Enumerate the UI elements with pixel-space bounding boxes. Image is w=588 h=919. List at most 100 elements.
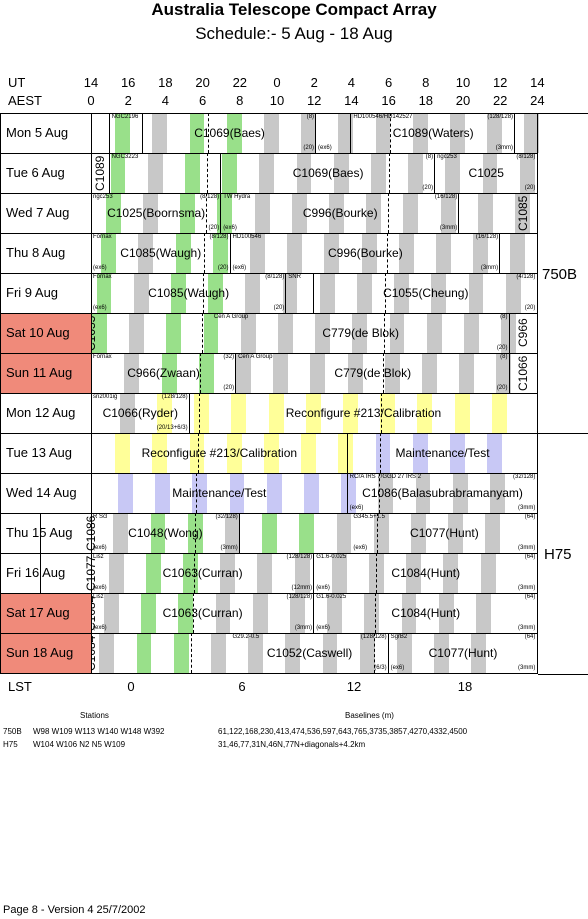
grid-left-border [91,153,92,193]
schedule-block[interactable]: Fornax(8/128)(20)(ex6)C1085(Waugh) [91,273,286,313]
schedule-block[interactable]: R Scl(32/128)(3mm)(ex6)C1048(Wong) [91,513,240,553]
schedule-block[interactable]: SgrB2(64)(3mm)(ex6)C1077(Hunt) [389,633,538,673]
grid-right-border [537,633,538,673]
block-note-bl: (ex6) [232,265,247,271]
day-row: ngc253(8/128)(20)C1025(Boornsma)TW Hydra… [0,193,538,233]
schedule-block[interactable]: C1089 [91,153,110,193]
schedule-block[interactable]: ngc253(8/128)(20)C1025(Boornsma) [91,193,221,233]
schedule-block[interactable]: Cen A Group(8)(20)C779(de Blok) [212,313,510,353]
schedule-block[interactable]: Fornax(8/128)(20)(ex6)C1085(Waugh) [91,233,231,273]
config-panel-top: 750B [538,113,588,434]
block-label: C1063(Curran) [162,566,243,580]
block-note-tr: (32) [223,354,235,360]
schedule-block[interactable]: Reconfigure #213/Calibration [190,393,538,433]
block-note-br: (3mm) [220,545,238,551]
schedule-block[interactable]: G345.5+1.5(64)(3mm)(ex6)C1077(Hunt) [351,513,537,553]
schedule-block[interactable]: (ex6) [316,113,351,153]
schedule-block[interactable]: TW Hydra(16/128)(3mm)(ex6)C996(Bourke) [221,193,459,233]
aest-hour-5: 10 [269,93,285,108]
grid-right-border [537,153,538,193]
lst-stripe [487,113,503,153]
grid-outer-border [0,553,1,593]
grid-outer-border [0,513,1,553]
lst-stripe [468,273,484,313]
page-title: Australia Telescope Compact Array [151,0,437,19]
lst-stripe [152,433,168,473]
block-label: C1085(Waugh) [120,246,202,260]
schedule-block[interactable]: (8)(20)C1069(Baes) [221,153,435,193]
lst-stripe [104,593,119,633]
block-note-tl: NGC3223 [111,154,139,160]
schedule-block[interactable]: Cen A Group(8)(20)C779(de Blok) [236,353,509,393]
lst-stripe [333,153,349,193]
schedule-block[interactable]: NGC2196 [110,113,143,153]
lst-stripe [338,433,354,473]
schedule-block[interactable]: Lisz(128/128)(12mm)(ex6)C1063(Curran) [91,553,314,593]
grid-outer-border [0,313,1,353]
schedule-block[interactable]: NGC3223 [110,153,222,193]
grid-right-border [537,393,538,433]
schedule-block[interactable] [91,113,110,153]
config-label-h75: H75 [544,546,572,563]
grid-outer-border [0,193,1,233]
block-note-br: (3mm) [518,665,536,671]
ut-hour-10: 10 [455,75,471,90]
lst-dash-line [208,113,210,153]
day-row: NGC2196(8)(20)C1069(Baes)(ex6)HD100546/H… [0,113,540,153]
lst-dash-line [382,353,384,393]
lst-stripe [194,393,210,433]
schedule-block[interactable]: C966 [510,313,538,353]
schedule-block[interactable]: G29.2-0.5(128/128)(6/3)C1052(Caswell) [231,633,389,673]
block-boundary [499,233,501,273]
schedule-block[interactable]: ngc253(8/128)(20)C1025 [435,153,537,193]
block-note-bl: (ex6) [349,505,364,511]
schedule-block[interactable]: Maintenance/Test [91,473,348,513]
block-label: C1084(Hunt) [391,606,461,620]
grid-left-border [91,393,92,433]
schedule-block[interactable]: C1085 [510,193,538,233]
aest-hour-1: 2 [124,93,132,108]
schedule-block[interactable]: (4/128)(20)C1055(Cheung) [314,273,537,313]
block-note-tl: SNR [288,274,301,280]
schedule-block[interactable]: Reconfigure #213/Calibration [91,433,348,473]
schedule-block[interactable]: Lisz(128/128)(3mm)(ex6)C1063(Curran) [91,593,314,633]
schedule-block[interactable]: Maintenance/Test [348,433,538,473]
lst-dash-line [376,553,378,593]
day-label: Fri 16 Aug [6,565,66,580]
aest-hour-2: 4 [161,93,169,108]
block-boundary [285,273,287,313]
grid-outer-border [0,473,1,513]
schedule-block[interactable]: RCrA IRS 7/GGD 27 IRS 2(32/128)(3mm)(ex6… [348,473,538,513]
block-vertical-label: C1085 [516,195,531,231]
grid-outer-border [0,393,1,433]
schedule-block[interactable]: G1.6-0.025(64)(3mm)(ex6)C1084(Hunt) [314,593,537,633]
row-divider [0,553,538,554]
block-note-tr: (32/128) [215,514,238,520]
lst-stripe [150,513,166,553]
block-note-tl: Cen A Group [213,314,249,320]
block-label: C1055(Cheung) [383,286,469,300]
block-label: Reconfigure #213/Calibration [285,406,442,420]
schedule-block[interactable]: C1066 [510,353,538,393]
lst-stripe [436,233,451,273]
lst-stripe [99,633,115,673]
block-boundary [350,113,352,153]
schedule-block[interactable]: SNR [286,273,314,313]
schedule-block[interactable]: HD100546(16/128)(3mm)(ex6)C996(Bourke) [231,233,501,273]
schedule-block[interactable]: sn2001ig(128/128)(20/13+6/3)C1066(Ryder) [91,393,190,433]
lst-stripe [477,193,493,233]
lst-stripe [294,553,310,593]
schedule-block[interactable]: Fornax(32)(20)C966(Zwaan) [91,353,236,393]
lst-stripe [203,313,219,353]
schedule-block[interactable]: G1.6-0.025(64)(3mm)(ex6)C1084(Hunt) [314,553,537,593]
lst-dash-line [378,473,380,513]
grid-left-border [91,313,92,353]
schedule-block[interactable]: (8)(20)C1069(Baes) [143,113,316,153]
lst-stripe [384,353,400,393]
schedule-block[interactable]: HD100546/HD142527(128/128)(3mm)C1089(Wat… [351,113,515,153]
day-row: Fornax(8/128)(20)(ex6)C1085(Waugh)HD1005… [0,233,538,273]
